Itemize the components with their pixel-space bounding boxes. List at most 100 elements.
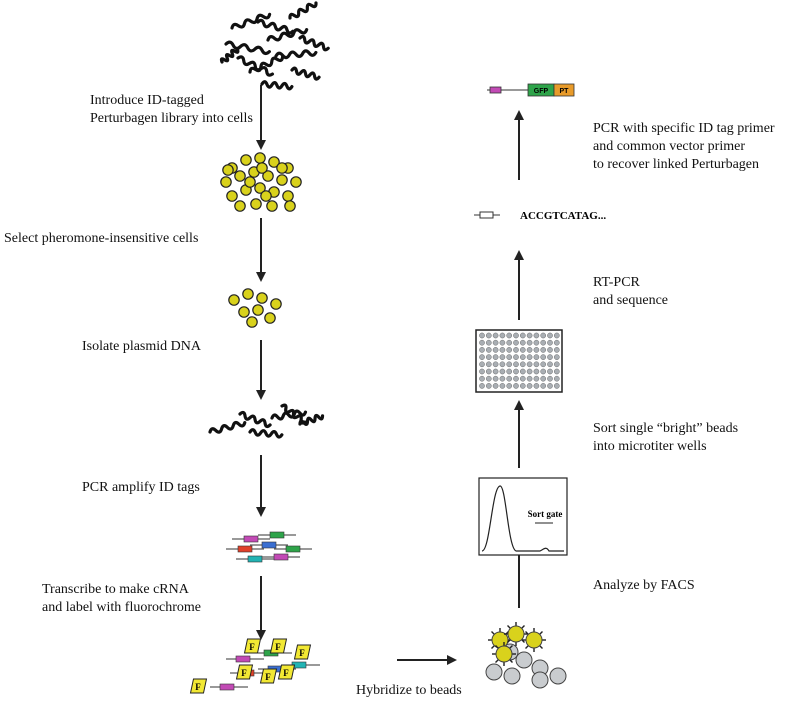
well: [492, 383, 499, 389]
bright-bead: [504, 622, 528, 646]
pt-label: PT: [560, 88, 570, 95]
well: [520, 368, 526, 375]
well: [547, 375, 553, 382]
well: [547, 383, 553, 389]
fluorochrome-tag: F: [269, 638, 288, 654]
well: [540, 368, 547, 375]
well: [520, 339, 526, 346]
dna-strand: [290, 66, 321, 81]
well: [499, 339, 506, 346]
glow-ray: [539, 645, 543, 649]
dna-strand: [298, 413, 325, 426]
yeast-cell: [260, 190, 272, 202]
id-tag: [237, 545, 253, 553]
yeast-cell: [284, 200, 296, 212]
crna-tag: [219, 683, 235, 691]
well: [499, 375, 506, 382]
fluorochrome-tag: F: [293, 644, 312, 660]
fluorochrome-box: [189, 678, 208, 694]
yeast-cell: [254, 182, 266, 194]
well: [513, 332, 519, 339]
well: [492, 361, 499, 368]
well: [547, 332, 553, 339]
bright-bead-body: [495, 645, 513, 663]
fluorochrome-box: [235, 664, 254, 680]
yeast-cell: [250, 198, 262, 210]
yeast-cell: [256, 292, 268, 304]
microtiter-plate: [475, 329, 563, 393]
step-recover-label: PCR with specific ID tag primer and comm…: [593, 121, 775, 172]
fluorochrome-tag: F: [259, 668, 278, 684]
well: [485, 339, 492, 346]
fluorochrome-tag: F: [235, 664, 254, 680]
well: [513, 361, 519, 368]
bright-bead: [492, 642, 516, 666]
well: [547, 339, 553, 346]
dna-strand: [248, 55, 285, 74]
yeast-cell: [268, 156, 280, 168]
step-introduce-label: Introduce ID-tagged Perturbagen library …: [90, 93, 253, 126]
bright-bead-body: [507, 625, 525, 643]
id-tag: [269, 531, 285, 539]
id-tag: [243, 535, 259, 543]
well: [554, 354, 560, 360]
yeast-cell: [228, 294, 240, 306]
yeast-cell: [244, 176, 256, 188]
tag-sequence: ACCGTCATAG...: [520, 210, 606, 222]
plasmid-dna: [208, 403, 325, 439]
bead: [485, 663, 503, 681]
step-analyze-label: Analyze by FACS: [593, 578, 695, 593]
well: [526, 332, 533, 339]
fluorochrome-box: [259, 668, 278, 684]
fluorochrome-box: [277, 664, 296, 680]
well: [540, 361, 547, 368]
yeast-cell: [264, 312, 276, 324]
well: [485, 383, 492, 389]
yeast-cell: [234, 200, 246, 212]
well: [547, 368, 553, 375]
yeast-cell: [240, 154, 252, 166]
dna-strand: [270, 409, 308, 421]
well: [479, 332, 485, 339]
well: [533, 361, 540, 368]
well: [506, 368, 513, 375]
well: [533, 368, 540, 375]
well: [526, 354, 533, 360]
glow-ray: [521, 625, 525, 629]
well: [554, 361, 560, 368]
yeast-cell: [220, 176, 232, 188]
fluorochrome-letter: F: [249, 642, 255, 652]
well: [506, 339, 513, 346]
glow-ray: [539, 631, 543, 635]
well: [520, 383, 526, 389]
id-tag: [261, 541, 277, 549]
well: [540, 347, 547, 353]
yeast-cell: [226, 190, 238, 202]
well: [506, 375, 513, 382]
fluorochrome-letter: F: [195, 682, 201, 692]
yeast-cell: [262, 170, 274, 182]
bead: [503, 667, 521, 685]
well: [540, 375, 547, 382]
dna-strand: [219, 47, 240, 64]
well: [492, 368, 499, 375]
glow-ray: [495, 659, 499, 663]
well: [540, 354, 547, 360]
fluorochrome-tag: F: [243, 638, 262, 654]
well: [485, 347, 492, 353]
glow-ray: [495, 645, 499, 649]
dna-strand: [248, 428, 284, 439]
dna-strand: [298, 34, 330, 52]
bright-bead-body: [525, 631, 543, 649]
well: [499, 347, 506, 353]
well: [540, 332, 547, 339]
well: [479, 347, 485, 353]
glow-ray: [491, 631, 495, 635]
yeast-cell: [252, 304, 264, 316]
fluorochrome-letter: F: [265, 672, 271, 682]
fluorochrome-tag: F: [277, 664, 296, 680]
selected-insensitive-cells: [228, 288, 282, 328]
well: [533, 383, 540, 389]
well: [540, 383, 547, 389]
